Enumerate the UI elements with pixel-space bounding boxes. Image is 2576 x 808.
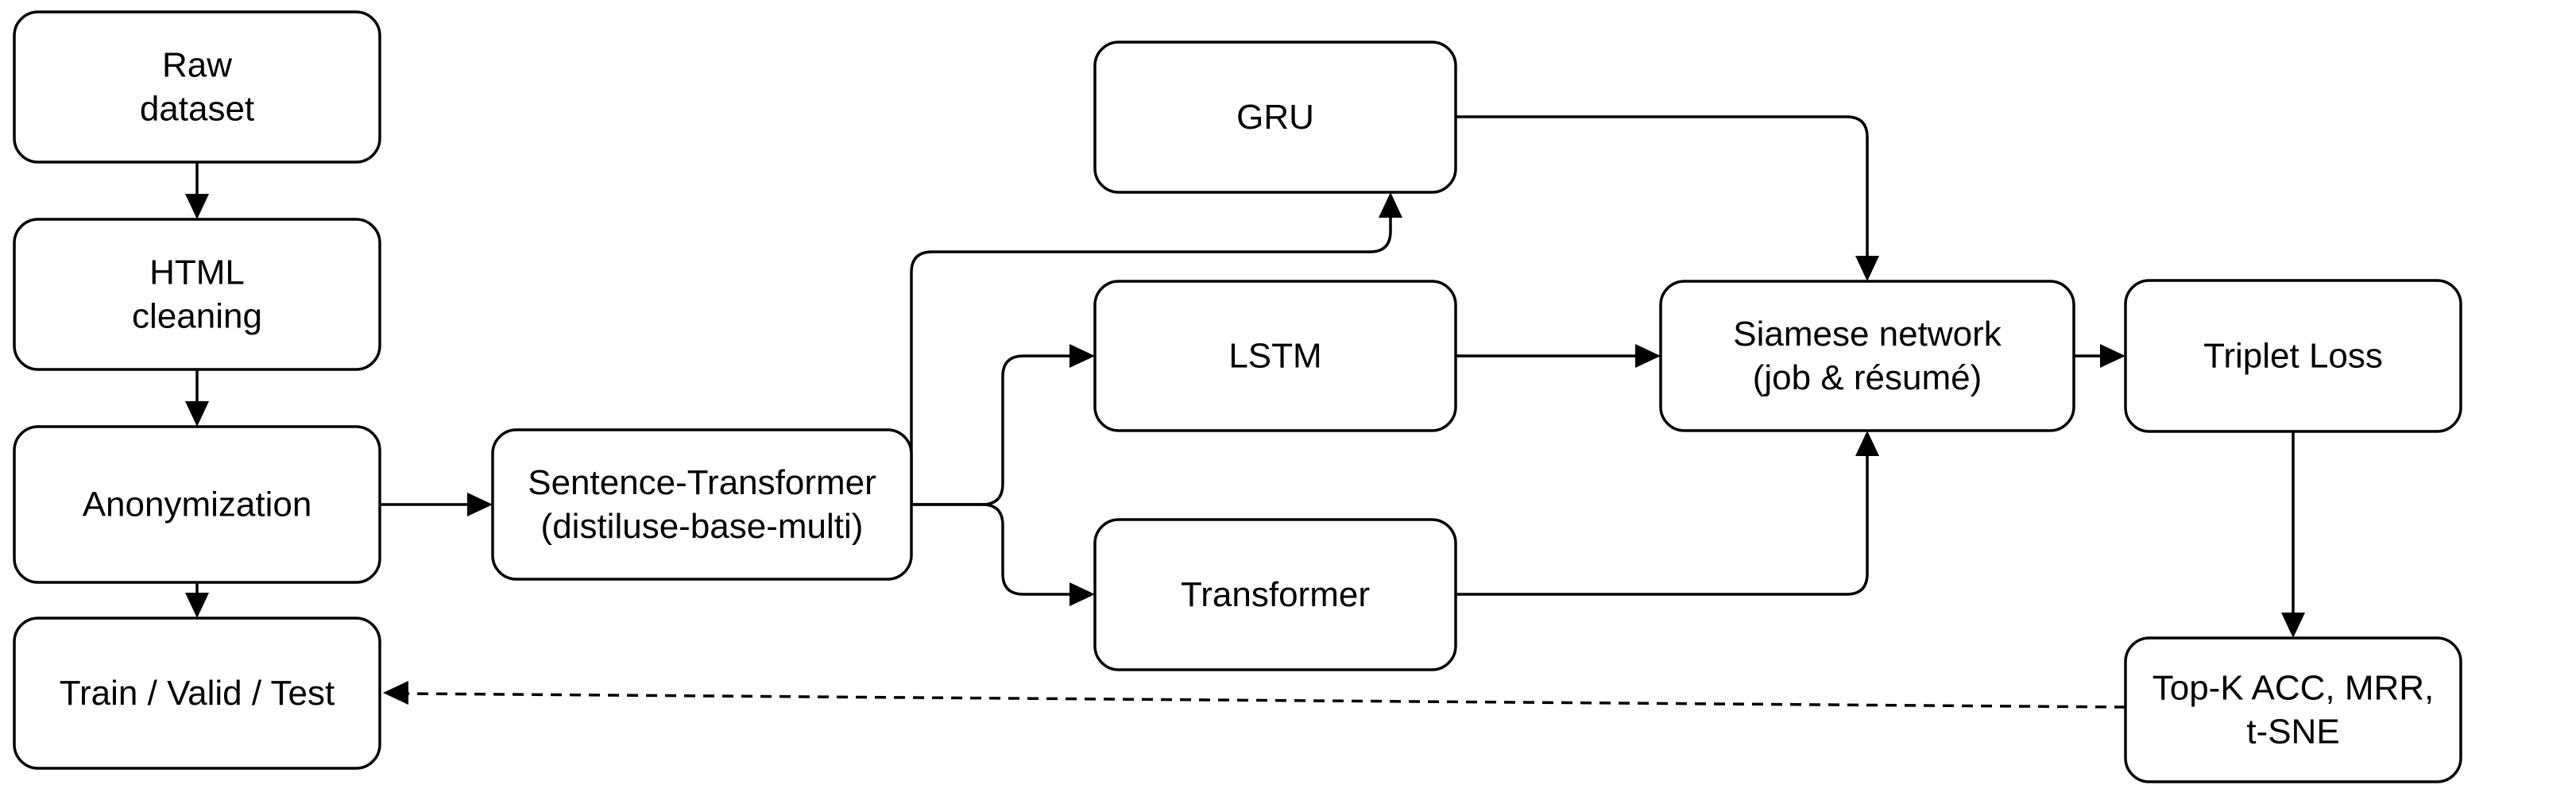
- edge-sentence-transformer-to-lstm-line: [911, 354, 1069, 506]
- lstm-label-line-1: LSTM: [1228, 337, 1321, 376]
- node-sentence-transformer: Sentence-Transformer (distiluse-base-mult…: [491, 428, 913, 581]
- lstm-label: LSTM: [1228, 337, 1321, 376]
- html-cleaning-label-line-1: HTML: [149, 253, 245, 292]
- edge-lstm-to-siamese-network-arrowhead: [1635, 344, 1661, 368]
- edge-gru-to-siamese-network: [1456, 115, 1879, 281]
- triplet-loss-label-line-1: Triplet Loss: [2203, 337, 2383, 376]
- node-transformer: Transformer: [1093, 518, 1457, 671]
- edge-gru-to-siamese-network-line: [1456, 115, 1869, 256]
- gru-label: GRU: [1236, 98, 1314, 137]
- edge-triplet-loss-to-top-k-metrics-arrowhead: [2281, 613, 2305, 638]
- node-train-valid-test: Train / Valid / Test: [13, 617, 381, 770]
- html-cleaning-box: [13, 218, 381, 371]
- sentence-transformer-label-line-1: Sentence-Transformer: [528, 463, 876, 502]
- edge-top-k-metrics-to-train-valid-test-line: [406, 692, 2126, 709]
- html-cleaning-label: HTML cleaning: [132, 253, 262, 336]
- edge-raw-dataset-to-html-cleaning: [185, 162, 209, 219]
- train-valid-test-box: [13, 617, 381, 770]
- raw-dataset-box: [13, 10, 381, 164]
- edge-top-k-metrics-to-train-valid-test-arrowhead: [383, 681, 408, 705]
- edge-sentence-transformer-to-gru-arrowhead: [1379, 192, 1402, 218]
- edge-siamese-network-to-triplet-loss: [2074, 344, 2125, 368]
- triplet-loss-label: Triplet Loss: [2203, 337, 2383, 376]
- sentence-transformer-box: [491, 428, 913, 581]
- top-k-metrics-label-line-2: t-SNE: [2246, 713, 2339, 752]
- edge-anonymization-to-train-valid-test: [185, 582, 209, 618]
- node-gru: GRU: [1093, 41, 1457, 194]
- edge-gru-to-siamese-network-arrowhead: [1855, 256, 1879, 281]
- node-anonymization: Anonymization: [13, 425, 381, 584]
- node-siamese-network: Siamese network (job & résumé): [1659, 280, 2075, 432]
- siamese-network-label: Siamese network (job & résumé): [1733, 315, 2002, 397]
- edge-sentence-transformer-to-transformer-arrowhead: [1069, 582, 1095, 606]
- edge-html-cleaning-to-anonymization: [185, 369, 209, 427]
- edge-sentence-transformer-to-gru-line: [910, 218, 1392, 505]
- sentence-transformer-label: Sentence-Transformer (distiluse-base-mult…: [528, 463, 876, 546]
- gru-label-line-1: GRU: [1236, 98, 1314, 137]
- transformer-box: [1093, 518, 1457, 671]
- siamese-network-label-line-1: Siamese network: [1733, 315, 2002, 354]
- top-k-metrics-label-line-1: Top-K ACC, MRR,: [2152, 669, 2435, 708]
- siamese-network-box: [1659, 280, 2075, 432]
- top-k-metrics-box: [2124, 636, 2462, 783]
- edge-top-k-metrics-to-train-valid-test: [383, 681, 2126, 709]
- edge-raw-dataset-to-html-cleaning-arrowhead: [185, 194, 209, 219]
- html-cleaning-label-line-2: cleaning: [132, 297, 262, 336]
- anonymization-label: Anonymization: [83, 485, 312, 524]
- sentence-transformer-label-line-2: (distiluse-base-multi): [541, 507, 864, 546]
- node-top-k-metrics: Top-K ACC, MRR, t-SNE: [2124, 636, 2462, 783]
- edge-sentence-transformer-to-transformer-line: [911, 503, 1069, 596]
- raw-dataset-label-line-2: dataset: [140, 90, 254, 129]
- lstm-box: [1093, 280, 1457, 432]
- triplet-loss-box: [2124, 279, 2462, 433]
- anonymization-label-line-1: Anonymization: [83, 485, 312, 524]
- transformer-label: Transformer: [1181, 575, 1370, 614]
- node-raw-dataset: Raw dataset: [13, 10, 381, 164]
- edge-sentence-transformer-to-gru: [910, 192, 1402, 505]
- train-valid-test-label: Train / Valid / Test: [60, 674, 335, 713]
- anonymization-box: [13, 425, 381, 584]
- edge-lstm-to-siamese-network: [1456, 344, 1661, 368]
- transformer-label-line-1: Transformer: [1181, 575, 1370, 614]
- raw-dataset-label: Raw dataset: [140, 46, 254, 129]
- train-valid-test-label-line-1: Train / Valid / Test: [60, 674, 335, 713]
- edge-sentence-transformer-to-lstm: [911, 344, 1095, 506]
- edge-transformer-to-siamese-network: [1456, 431, 1879, 596]
- edge-triplet-loss-to-top-k-metrics: [2281, 431, 2305, 638]
- edge-anonymization-to-train-valid-test-arrowhead: [185, 593, 209, 618]
- edge-sentence-transformer-to-lstm-arrowhead: [1069, 344, 1095, 368]
- edge-anonymization-to-sentence-transformer: [380, 493, 493, 516]
- gru-box: [1093, 41, 1457, 194]
- edge-siamese-network-to-triplet-loss-arrowhead: [2100, 344, 2125, 368]
- node-triplet-loss: Triplet Loss: [2124, 279, 2462, 433]
- node-lstm: LSTM: [1093, 280, 1457, 432]
- edge-sentence-transformer-to-transformer: [911, 503, 1095, 606]
- edge-transformer-to-siamese-network-arrowhead: [1855, 431, 1879, 456]
- raw-dataset-label-line-1: Raw: [162, 46, 232, 85]
- edge-anonymization-to-sentence-transformer-arrowhead: [467, 493, 493, 516]
- siamese-network-label-line-2: (job & résumé): [1753, 358, 1982, 397]
- top-k-metrics-label: Top-K ACC, MRR, t-SNE: [2152, 669, 2435, 752]
- edge-transformer-to-siamese-network-line: [1456, 456, 1869, 596]
- edge-html-cleaning-to-anonymization-arrowhead: [185, 401, 209, 427]
- node-html-cleaning: HTML cleaning: [13, 218, 381, 371]
